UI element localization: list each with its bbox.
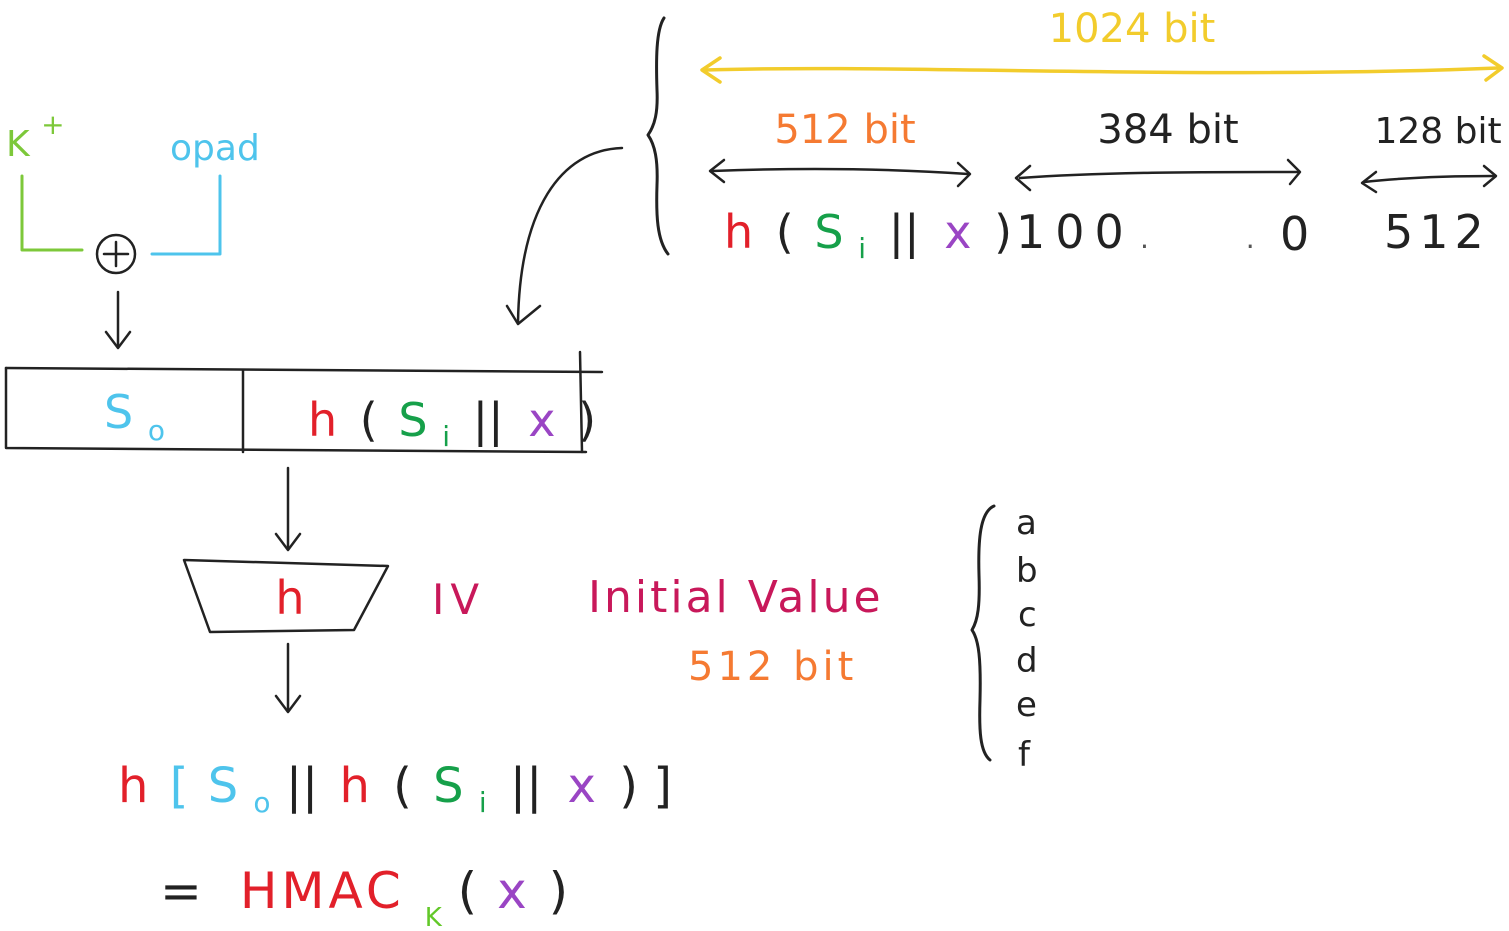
inner-pad-subscript: i [858, 232, 866, 265]
hash-box-label: h [275, 571, 304, 625]
curved-arrow [505, 146, 624, 326]
inner-pad-s: S [814, 205, 843, 259]
hmac-key-subscript: K [425, 903, 443, 931]
open-paren: ( [458, 862, 478, 920]
inner-hash-h: h [339, 758, 369, 814]
padding-end: 0 [1280, 207, 1309, 261]
segment-1-content: h ( S i || x ) [724, 205, 1012, 269]
concat-bars: || [510, 758, 542, 814]
outer-pad-s: S [104, 385, 133, 439]
total-size-label: 1024 bit [1049, 6, 1216, 52]
message-x: x [944, 205, 971, 259]
padding-dots: . . [1140, 222, 1299, 255]
hash-h: h [724, 205, 753, 259]
result-line-2: = HMAC K ( x ) [160, 862, 568, 931]
segment-1-label: 512 bit [774, 107, 915, 153]
iv-curly-brace [970, 504, 996, 762]
iv-full-name: Initial Value [588, 572, 884, 623]
key-label: K + [6, 108, 65, 165]
inner-hash-cell: h ( S i || x ) [308, 393, 596, 457]
top-curly-brace [646, 16, 670, 256]
open-paren: ( [393, 758, 412, 814]
concat-bars: || [473, 393, 504, 448]
close-paren: ) [549, 862, 569, 920]
concat-bars: || [286, 758, 318, 814]
inner-pad-s: S [433, 758, 463, 814]
message-x: x [497, 862, 527, 920]
result-line-1: h [ S o || h ( S i || x ) ] [118, 758, 672, 824]
opad-line [150, 174, 222, 256]
opad-label: opad [170, 128, 260, 169]
padding-start: 100 [1016, 205, 1134, 259]
concat-bars: || [889, 205, 920, 260]
inner-pad-s: S [398, 393, 427, 447]
length-field: 512 [1384, 205, 1490, 259]
block-to-hash-arrow [274, 466, 302, 552]
segment-1-arrow [708, 158, 972, 188]
outer-pad-s: S [208, 758, 238, 814]
close-paren: ) [619, 758, 638, 814]
iv-abbrev: IV [432, 575, 485, 624]
segment-3-label: 128 bit [1374, 111, 1501, 152]
register-c: c [1018, 595, 1037, 635]
key-line [20, 174, 84, 252]
inner-pad-subscript: i [479, 786, 487, 819]
outer-hash-h: h [118, 758, 148, 814]
xor-block: K + opad [6, 108, 260, 350]
hash-function-box: h [182, 558, 390, 634]
register-e: e [1016, 685, 1037, 725]
outer-pad-cell: S o [104, 385, 165, 447]
hmac-name: HMAC [240, 862, 405, 920]
close-paren: ) [994, 205, 1012, 259]
result-formula: h [ S o || h ( S i || x ) ] = HMAC K ( x… [118, 758, 672, 931]
close-paren: ) [578, 393, 596, 447]
register-b: b [1016, 551, 1038, 591]
message-x: x [528, 393, 555, 447]
hash-to-result-arrow [274, 642, 302, 714]
outer-pad-subscript: o [253, 786, 270, 819]
outer-pad-subscript: o [148, 414, 165, 447]
iv-description: IV Initial Value 512 bit a b c d e f [432, 503, 1038, 775]
iv-registers: a b c d e f [1016, 503, 1038, 775]
register-d: d [1016, 641, 1038, 681]
segment-2-arrow [1014, 158, 1302, 192]
key-superscript: + [41, 108, 64, 141]
close-bracket: ] [653, 758, 672, 814]
open-paren: ( [360, 393, 378, 447]
equals-sign: = [160, 862, 202, 920]
register-f: f [1018, 735, 1031, 775]
open-paren: ( [776, 205, 794, 259]
iv-size: 512 bit [688, 644, 857, 690]
open-bracket: [ [170, 758, 189, 814]
total-size-arrow [700, 54, 1504, 84]
inner-pad-subscript: i [442, 420, 450, 453]
key-letter: K [6, 124, 31, 165]
message-block: S o h ( S i || x ) [4, 350, 604, 457]
segment-3-arrow [1360, 164, 1498, 194]
message-x: x [568, 758, 596, 814]
padded-block-layout: 1024 bit 512 bit h ( S i || x ) 384 bit [646, 6, 1504, 269]
hash-h: h [308, 393, 337, 447]
xor-down-arrow [104, 290, 132, 350]
xor-operator [95, 233, 137, 275]
register-a: a [1016, 503, 1037, 543]
segment-2-label: 384 bit [1097, 107, 1238, 153]
